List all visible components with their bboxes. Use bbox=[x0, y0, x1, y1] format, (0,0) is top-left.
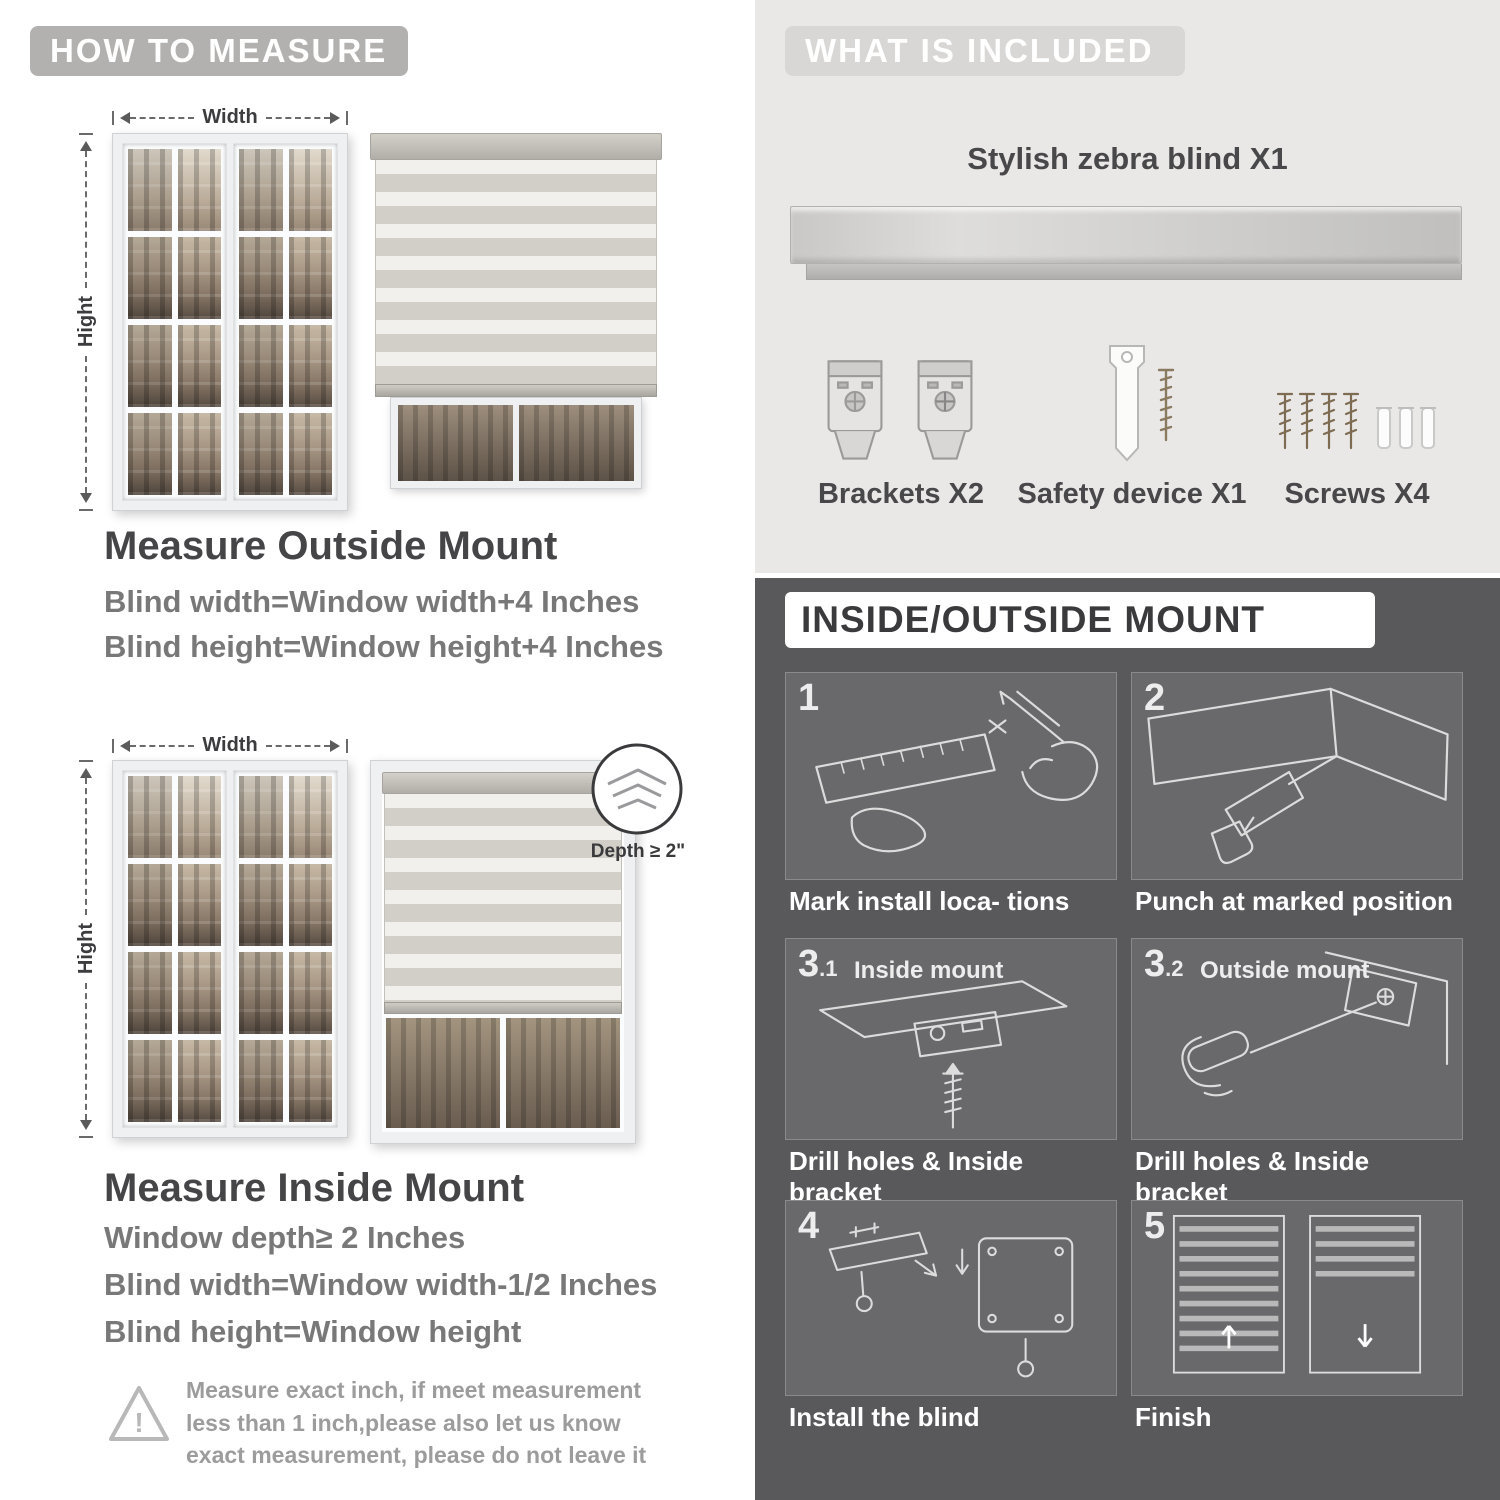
window-behind-blind bbox=[390, 397, 642, 489]
step-number: 5 bbox=[1144, 1205, 1166, 1247]
blind-bottom-rail bbox=[375, 384, 657, 397]
warning-mark: ! bbox=[134, 1407, 143, 1438]
step-panel-4: 4 bbox=[785, 1200, 1117, 1396]
inside-rule-depth: Window depth≥ 2 Inches bbox=[104, 1220, 466, 1255]
zebra-fabric bbox=[384, 794, 622, 1002]
inside-bracket-illustration bbox=[819, 980, 1068, 1129]
step-caption-5: Finish bbox=[1135, 1402, 1212, 1432]
mark-locations-illustration bbox=[815, 690, 1099, 853]
step-caption-1: Mark install loca- tions bbox=[789, 886, 1070, 916]
inside-rule-height: Blind height=Window height bbox=[104, 1314, 522, 1349]
screws-label: Screws X4 bbox=[1284, 478, 1430, 510]
how-to-measure-header: HOW TO MEASURE bbox=[30, 26, 408, 76]
brackets-label: Brackets X2 bbox=[817, 478, 985, 510]
arrow-down-icon bbox=[80, 493, 92, 509]
warning-icon: ! bbox=[106, 1382, 172, 1451]
outside-rule-height: Blind height=Window height+4 Inches bbox=[104, 629, 664, 664]
width-label: Width bbox=[202, 734, 258, 756]
zebra-blind-headrail-illustration bbox=[790, 206, 1462, 280]
height-arrow-outside: Hight bbox=[74, 133, 98, 511]
step-number: 3 bbox=[798, 943, 820, 985]
step-panel-2: 2 bbox=[1131, 672, 1463, 880]
blind-cassette bbox=[382, 772, 624, 794]
arrow-right-icon bbox=[330, 111, 346, 124]
inside-mount-title: Measure Inside Mount bbox=[104, 1166, 525, 1210]
step-panel-5: 5 bbox=[1131, 1200, 1463, 1396]
step-label: Outside mount bbox=[1200, 957, 1370, 984]
bracket-icon bbox=[917, 360, 973, 460]
blind-cassette bbox=[370, 133, 662, 160]
step-number: 1 bbox=[798, 677, 820, 719]
step-caption-2: Punch at marked position bbox=[1135, 886, 1453, 916]
depth-badge: Depth ≥ 2" bbox=[590, 841, 686, 862]
zebra-blind-inside-illustration bbox=[370, 760, 636, 1144]
depth-detail-circle bbox=[590, 742, 684, 836]
window-panes-below-blind bbox=[382, 1014, 624, 1132]
step-caption-3-1: Drill holes & Inside bracket bbox=[789, 1146, 1024, 1207]
step-panel-3-2: 3.2 Outside mount bbox=[1131, 938, 1463, 1140]
step-panel-1: 1 bbox=[785, 672, 1117, 880]
step-number: 4 bbox=[798, 1205, 820, 1247]
zebra-blind-outside-illustration bbox=[370, 133, 662, 489]
arrow-down-icon bbox=[80, 1120, 92, 1136]
width-arrow-outside: Width bbox=[112, 106, 348, 129]
outside-mount-title: Measure Outside Mount bbox=[104, 524, 558, 568]
warning-text: Measure exact inch, if meet measurement … bbox=[186, 1377, 647, 1469]
arrow-up-icon bbox=[80, 135, 92, 151]
outside-bracket-illustration bbox=[1181, 951, 1449, 1097]
height-label: Hight bbox=[74, 923, 97, 975]
arrow-right-icon bbox=[330, 739, 346, 752]
bracket-icon bbox=[827, 360, 883, 460]
width-arrow-inside: Width bbox=[112, 734, 348, 757]
what-is-included-header: WHAT IS INCLUDED bbox=[785, 26, 1185, 76]
screws-icon bbox=[1272, 386, 1442, 471]
window-illustration-inside bbox=[112, 760, 348, 1138]
brackets-icon bbox=[818, 352, 984, 470]
arrow-left-icon bbox=[114, 111, 130, 124]
frame-corner-zoom-icon bbox=[591, 743, 683, 835]
zebra-fabric bbox=[375, 160, 657, 384]
install-blind-illustration bbox=[828, 1222, 1074, 1378]
finish-illustration bbox=[1172, 1214, 1422, 1374]
outside-rule-width: Blind width=Window width+4 Inches bbox=[104, 584, 640, 619]
height-arrow-inside: Hight bbox=[74, 760, 98, 1138]
height-label: Hight bbox=[74, 296, 97, 348]
step-label: Inside mount bbox=[854, 957, 1004, 984]
inside-outside-mount-header: INSIDE/OUTSIDE MOUNT bbox=[785, 592, 1375, 648]
zebra-blind-label: Stylish zebra blind X1 bbox=[967, 141, 1288, 176]
window-illustration-outside bbox=[112, 133, 348, 511]
blind-bottom-rail bbox=[384, 1002, 622, 1014]
included-section-background bbox=[755, 0, 1500, 573]
width-label: Width bbox=[202, 106, 258, 128]
step-caption-4: Install the blind bbox=[789, 1402, 980, 1432]
step-number: 3 bbox=[1144, 943, 1166, 985]
safety-device-icon bbox=[1092, 340, 1187, 475]
safety-device-label: Safety device X1 bbox=[1017, 478, 1247, 510]
step-caption-3-2: Drill holes & Inside bracket bbox=[1135, 1146, 1370, 1207]
inside-rule-width: Blind width=Window width-1/2 Inches bbox=[104, 1267, 658, 1302]
arrow-up-icon bbox=[80, 762, 92, 778]
step-number: 2 bbox=[1144, 677, 1166, 719]
drill-illustration bbox=[1147, 687, 1449, 865]
arrow-left-icon bbox=[114, 739, 130, 752]
step-panel-3-1: 3.1 Inside mount bbox=[785, 938, 1117, 1140]
